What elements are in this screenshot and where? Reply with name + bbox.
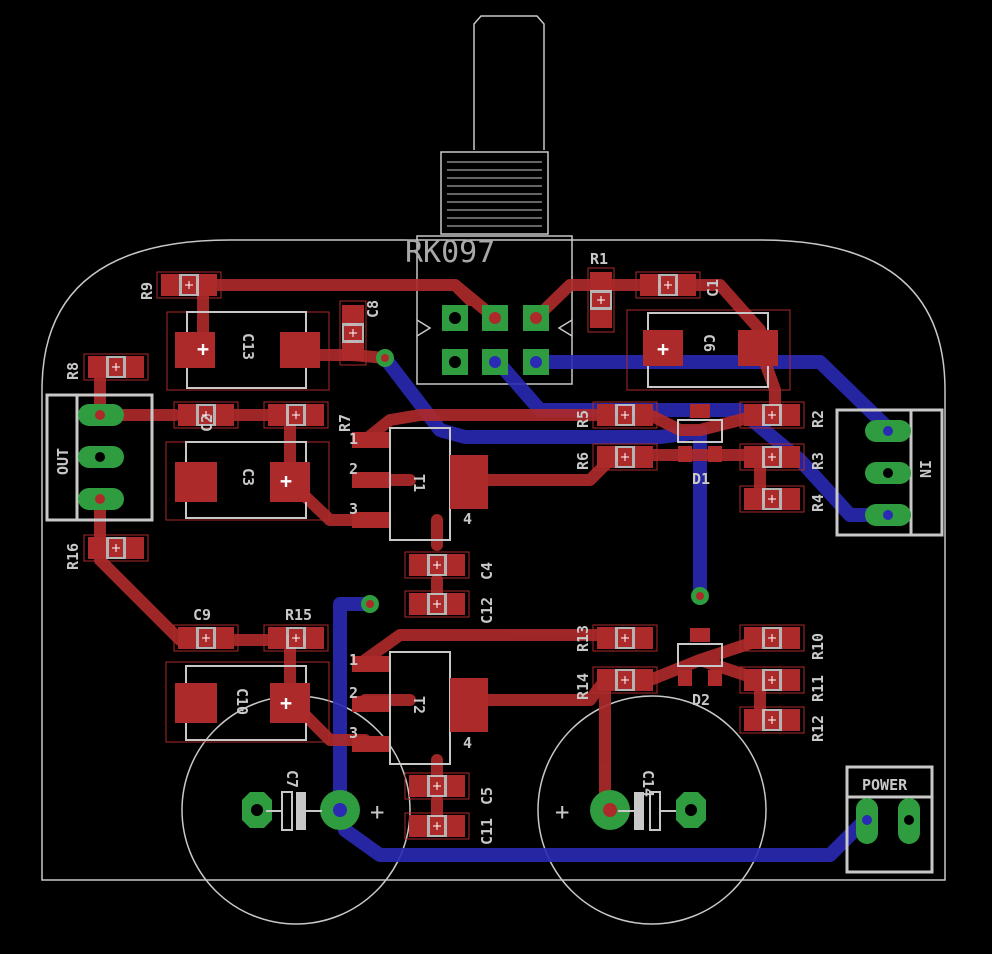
potentiometer-pads <box>442 305 549 375</box>
c14-plus: + <box>555 798 569 826</box>
t2-pin2: 2 <box>349 684 358 702</box>
r11-label: R11 <box>809 675 827 702</box>
c8-label: C8 <box>364 300 382 318</box>
c4-label: C4 <box>478 562 496 580</box>
c10-label: C10 <box>233 688 251 715</box>
c1-label: C1 <box>704 279 722 297</box>
r4-label: R4 <box>809 494 827 512</box>
capacitor-c8 <box>339 300 367 366</box>
capacitor-c1 <box>635 271 701 299</box>
resistor-r10 <box>739 624 805 652</box>
c13-label: C13 <box>239 333 257 360</box>
t1-pin3: 3 <box>349 500 358 518</box>
out-label: OUT <box>54 448 72 475</box>
cap-c7-pads <box>242 790 360 831</box>
c3-label: C3 <box>239 468 257 486</box>
t2-pin3: 3 <box>349 724 358 742</box>
board-outline <box>41 239 946 881</box>
c2-label: C2 <box>198 414 216 432</box>
resistor-r12 <box>739 706 805 734</box>
r16-label: R16 <box>64 543 82 570</box>
cap-c14-outline <box>537 695 767 925</box>
r10-label: R10 <box>809 633 827 660</box>
t2-label: T2 <box>410 696 428 714</box>
c11-label: C11 <box>478 818 496 845</box>
r3-label: R3 <box>809 452 827 470</box>
resistor-r7 <box>263 401 329 429</box>
d2-label: D2 <box>692 691 710 709</box>
out-connector <box>45 393 154 522</box>
svg-text:+: + <box>197 337 209 361</box>
c9-label: C9 <box>193 606 211 624</box>
vias <box>361 349 709 613</box>
resistor-r13 <box>592 624 658 652</box>
r15-label: R15 <box>285 606 312 624</box>
diode-d2 <box>677 628 723 686</box>
capacitor-c5 <box>404 772 470 800</box>
t1-pin4: 4 <box>463 510 472 528</box>
in-connector <box>835 408 944 537</box>
resistor-r1 <box>587 267 615 333</box>
resistor-r8 <box>83 353 149 381</box>
c5-label: C5 <box>478 787 496 805</box>
r8-label: R8 <box>64 362 82 380</box>
resistor-r5 <box>592 401 658 429</box>
potentiometer-label: RK097 <box>405 235 495 270</box>
r7-label: R7 <box>336 414 354 432</box>
cap-c10: + <box>165 661 330 743</box>
svg-text:+: + <box>657 337 669 361</box>
capacitor-c11 <box>404 812 470 840</box>
diode-d1 <box>677 404 723 462</box>
t1-pin1: 1 <box>349 430 358 448</box>
resistor-r2 <box>739 401 805 429</box>
c6-label: C6 <box>700 334 718 352</box>
power-connector <box>845 765 934 874</box>
d1-label: D1 <box>692 470 710 488</box>
c7-plus: + <box>370 798 384 826</box>
t1-label: T1 <box>410 474 428 492</box>
r5-label: R5 <box>574 410 592 428</box>
potentiometer-shaft <box>416 15 573 385</box>
cap-c14-pads <box>590 790 706 831</box>
in-label: IN <box>916 460 934 478</box>
capacitor-c9 <box>173 624 239 652</box>
resistor-r4 <box>739 485 805 513</box>
c7-label: C7 <box>283 770 301 788</box>
resistor-r11 <box>739 666 805 694</box>
r12-label: R12 <box>809 715 827 742</box>
r1-label: R1 <box>590 250 608 268</box>
resistor-r16 <box>83 534 149 562</box>
transistor-t2 <box>352 651 488 765</box>
transistor-t1 <box>352 427 488 541</box>
r6-label: R6 <box>574 452 592 470</box>
resistor-r6 <box>592 443 658 471</box>
c14-label: C14 <box>639 770 657 797</box>
r2-label: R2 <box>809 410 827 428</box>
power-label: POWER <box>862 776 908 794</box>
c12-label: C12 <box>478 597 496 624</box>
cap-c6: + <box>626 309 791 391</box>
capacitor-c12 <box>404 590 470 618</box>
resistor-r9 <box>156 271 222 299</box>
cap-c13: + <box>166 311 330 391</box>
t2-pin4: 4 <box>463 734 472 752</box>
resistor-r15 <box>263 624 329 652</box>
resistor-r14 <box>592 666 658 694</box>
svg-text:+: + <box>280 469 292 493</box>
r9-label: R9 <box>138 282 156 300</box>
t1-pin2: 2 <box>349 460 358 478</box>
r14-label: R14 <box>574 673 592 700</box>
r13-label: R13 <box>574 625 592 652</box>
cap-c3: + <box>165 441 330 521</box>
t2-pin1: 1 <box>349 651 358 669</box>
resistor-r3 <box>739 443 805 471</box>
svg-text:+: + <box>280 691 292 715</box>
capacitor-c4 <box>404 551 470 579</box>
